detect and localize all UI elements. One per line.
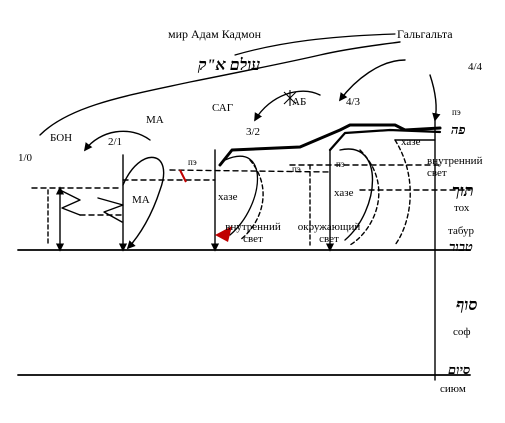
ab-dash: [349, 149, 380, 246]
staircase-thick-2: [328, 128, 442, 152]
red-arrow: [215, 226, 232, 242]
ma-to-bon-arc: [83, 130, 151, 152]
ab-curve: [339, 148, 374, 241]
heb-pe-label: פה: [451, 122, 466, 137]
star-mark: [283, 90, 297, 106]
title-hebrew-label: עולם א"ק: [198, 57, 261, 74]
staircase-thick: [218, 123, 442, 167]
haze-label-2: хазе: [334, 187, 354, 199]
world-boundary-arc: [39, 41, 401, 136]
haze-label-3: хазе: [401, 136, 421, 148]
ma-ratio-label: 2/1: [108, 136, 123, 148]
bon-zigzag: [59, 189, 81, 216]
heb-toh-label: תוך: [452, 183, 474, 200]
inner-light-label: внутренний свет: [220, 221, 286, 245]
bon-label: БОН: [50, 132, 73, 144]
heb-tabur-label: טבור: [449, 239, 473, 254]
ma-top-label: МА: [146, 114, 164, 126]
sag-pe-dash: [239, 159, 264, 241]
red-mark: [179, 169, 187, 183]
ma-zigzag: [97, 197, 124, 223]
galgalta-to-ab-arc: [338, 59, 406, 102]
sag-mid-dash: [169, 169, 331, 173]
right-dash: [394, 139, 411, 246]
galgalta-label: Гальгальта: [397, 27, 453, 41]
heb-sof-label: סוף: [456, 297, 478, 314]
world-boundary-arc-top: [234, 33, 396, 56]
ab-ratio-label: 4/3: [346, 96, 361, 108]
surrounding-light-label: окружающий свет: [289, 221, 369, 245]
sof-label: соф: [453, 326, 471, 338]
sag-curve: [224, 155, 258, 236]
pe-label-2: пэ: [292, 164, 301, 174]
pe-label-1: пэ: [188, 157, 197, 167]
inner-light-right-label: внутренний свет: [427, 155, 499, 179]
sag-label: САГ: [212, 102, 234, 114]
galgalta-formula-label: 4/4: [468, 61, 483, 73]
sium-label: сиюм: [440, 383, 466, 395]
heb-sium-label: סיום: [448, 362, 471, 377]
sag-ratio-label: 3/2: [246, 126, 261, 138]
ma-curve: [122, 156, 165, 250]
pe-label-3: пэ: [336, 159, 345, 169]
inner-light-text: внутренний свет: [225, 221, 281, 245]
toh-label: тох: [454, 202, 470, 214]
ab-label: АБ: [292, 96, 307, 108]
ma-bottom-label: МА: [132, 194, 150, 206]
surrounding-light-text: окружающий свет: [297, 221, 361, 245]
haze-label-1: хазе: [218, 191, 238, 203]
galgalta-arrow-down: [429, 74, 441, 122]
bon-ratio-label: 1/0: [18, 152, 33, 164]
title-label: мир Адам Кадмон: [168, 27, 261, 41]
pe-right-label: пэ: [452, 107, 461, 117]
tabur-label: табур: [448, 225, 475, 237]
inner-light-right-text: внутренний свет: [427, 155, 483, 179]
